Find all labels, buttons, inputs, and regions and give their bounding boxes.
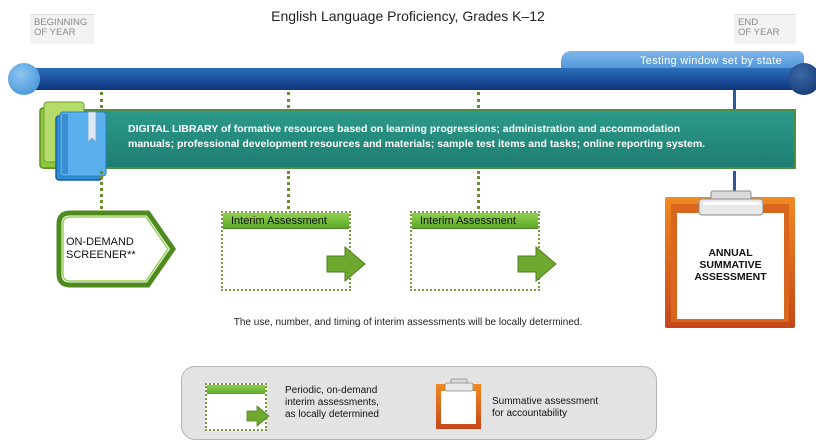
interim-header-2: Interim Assessment xyxy=(412,213,538,229)
summative-label: ANNUAL SUMMATIVE ASSESSMENT xyxy=(677,247,784,283)
digital-library-band xyxy=(44,109,796,169)
connector-summative-lower xyxy=(733,171,736,201)
diagram-title: English Language Proficiency, Grades K–1… xyxy=(271,8,545,24)
screener-label: ON-DEMAND SCREENER** xyxy=(66,236,156,262)
beginning-of-year-label: BEGINNING OF YEAR xyxy=(30,14,94,44)
summative-line2: SUMMATIVE xyxy=(699,259,762,271)
legend-arrow-icon xyxy=(246,405,270,427)
legend-interim-swatch xyxy=(205,383,267,431)
legend-interim-text: Periodic, on-demand interim assessments,… xyxy=(285,385,415,421)
end-line2: OF YEAR xyxy=(738,27,780,38)
testing-window-tab: Testing window set by state xyxy=(561,51,804,72)
legend-interim-line3: as locally determined xyxy=(285,409,379,420)
screener-line1: ON-DEMAND xyxy=(66,236,134,248)
legend-interim-line1: Periodic, on-demand xyxy=(285,385,378,396)
summative-clipboard-paper xyxy=(677,213,784,319)
beginning-line2: OF YEAR xyxy=(34,27,76,38)
connector-top-1 xyxy=(100,92,103,108)
connector-interim-1 xyxy=(287,171,290,209)
legend-summative-line1: Summative assessment xyxy=(492,396,599,407)
library-line2: manuals; professional development resour… xyxy=(128,138,706,150)
connector-screener xyxy=(100,171,103,209)
connector-top-2 xyxy=(287,92,290,108)
legend-summative-paper xyxy=(441,391,476,424)
books-icon xyxy=(39,101,107,181)
interim-timing-note: The use, number, and timing of interim a… xyxy=(233,317,583,328)
beginning-line1: BEGINNING xyxy=(34,17,88,28)
legend-clip-icon xyxy=(444,378,474,392)
interim-assessment-card-1: Interim Assessment xyxy=(221,211,351,291)
screener-line2: SCREENER** xyxy=(66,249,136,261)
on-demand-screener-shape xyxy=(56,210,176,288)
connector-summative-line xyxy=(733,90,736,110)
connector-interim-2 xyxy=(477,171,480,209)
summative-line1: ANNUAL xyxy=(708,247,753,259)
interim-assessment-card-2: Interim Assessment xyxy=(410,211,540,291)
timeline-start-circle xyxy=(8,63,40,95)
legend-summative-line2: for accountability xyxy=(492,408,568,419)
library-line1: DIGITAL LIBRARY of formative resources b… xyxy=(128,123,681,135)
arrow-right-icon xyxy=(326,245,366,283)
interim-header-1: Interim Assessment xyxy=(223,213,349,229)
summative-line3: ASSESSMENT xyxy=(694,271,767,283)
end-line1: END xyxy=(738,17,759,28)
digital-library-text: DIGITAL LIBRARY of formative resources b… xyxy=(128,122,788,152)
legend-summative-text: Summative assessment for accountability xyxy=(492,396,632,420)
timeline-bar xyxy=(14,68,802,90)
timeline-end-circle xyxy=(788,63,816,95)
legend-interim-swatch-header xyxy=(207,385,265,394)
end-of-year-label: END OF YEAR xyxy=(734,14,796,44)
clipboard-clip-icon xyxy=(698,190,764,216)
legend-interim-line2: interim assessments, xyxy=(285,397,379,408)
arrow-right-icon xyxy=(517,245,557,283)
connector-top-3 xyxy=(477,92,480,108)
